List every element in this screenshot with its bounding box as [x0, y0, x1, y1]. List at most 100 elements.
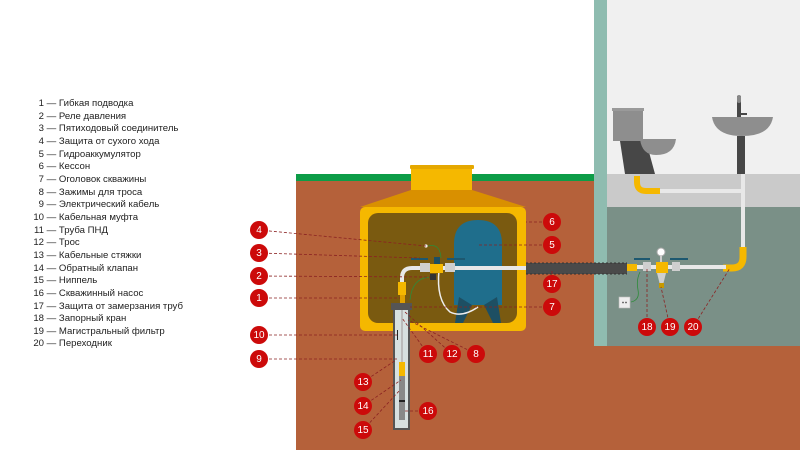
callout-number: 12 — [446, 349, 458, 360]
legend-label: — Пятиходовый соединитель — [46, 123, 179, 135]
callout-circle — [354, 397, 372, 415]
legend-label: — Кессон — [46, 161, 91, 173]
legend-number: 20 — [33, 338, 44, 350]
leader-line — [362, 389, 401, 431]
legend-item: 14 — Обратный клапан — [22, 263, 183, 276]
callout-number: 4 — [256, 225, 262, 236]
callout-18: 18 — [638, 318, 656, 336]
callout-number: 16 — [422, 406, 434, 417]
callout-circle — [354, 373, 372, 391]
callout-number: 11 — [423, 349, 434, 360]
callout-number: 5 — [549, 240, 555, 251]
callout-number: 7 — [549, 302, 555, 313]
callout-circle — [543, 275, 561, 293]
callout-circle — [419, 402, 437, 420]
legend-label: — Кабельные стяжки — [46, 249, 142, 261]
callout-2: 2 — [250, 267, 268, 285]
legend-item: 13 — Кабельные стяжки — [22, 250, 183, 263]
callout-6: 6 — [543, 213, 561, 231]
legend-item: 16 — Скважинный насос — [22, 288, 183, 301]
legend-number: 9 — [38, 199, 44, 211]
legend-label: — Ниппель — [46, 275, 98, 287]
legend-number: 14 — [33, 262, 44, 274]
callout-circle — [250, 326, 268, 344]
leader-line — [258, 229, 427, 247]
callout-number: 18 — [641, 322, 653, 333]
callout-circle — [638, 318, 656, 336]
legend-item: 3 — Пятиходовый соединитель — [22, 123, 183, 136]
callout-14: 14 — [354, 397, 372, 415]
callout-circle — [250, 244, 268, 262]
legend-number: 19 — [33, 325, 44, 337]
legend-label: — Обратный клапан — [46, 262, 139, 274]
legend-number: 16 — [33, 287, 44, 299]
legend-label: — Труба ПНД — [46, 224, 108, 236]
legend-label: — Запорный кран — [46, 313, 127, 325]
legend-label: — Защита от замерзания труб — [46, 300, 183, 312]
legend-item: 11 — Труба ПНД — [22, 225, 183, 238]
callout-circle — [467, 345, 485, 363]
callout-16: 16 — [419, 402, 437, 420]
legend-number: 12 — [33, 237, 44, 249]
legend-label: — Кабельная муфта — [46, 211, 139, 223]
callout-5: 5 — [543, 236, 561, 254]
legend-item: 9 — Электрический кабель — [22, 199, 183, 212]
leader-line — [692, 267, 731, 328]
legend-item: 8 — Зажимы для троса — [22, 187, 183, 200]
legend-item: 18 — Запорный кран — [22, 313, 183, 326]
legend-label: — Защита от сухого хода — [46, 135, 160, 147]
legend-item: 20 — Переходник — [22, 338, 183, 351]
callout-number: 14 — [357, 401, 369, 412]
basement — [607, 207, 800, 346]
callout-number: 15 — [357, 425, 369, 436]
legend-label: — Гидроаккумулятор — [46, 148, 141, 160]
legend-number: 15 — [33, 275, 44, 287]
callout-number: 1 — [256, 293, 262, 304]
legend-number: 8 — [38, 186, 44, 198]
callout-4: 4 — [250, 221, 268, 239]
legend-label: — Гибкая подводка — [46, 98, 134, 109]
shutoff-valve-icon — [634, 258, 688, 271]
callout-13: 13 — [354, 373, 372, 391]
legend-number: 1 — [38, 98, 44, 109]
legend-number: 4 — [38, 135, 44, 147]
callout-11: 11 — [419, 345, 437, 363]
callout-9: 9 — [250, 350, 268, 368]
callout-number: 17 — [546, 279, 558, 290]
callout-number: 8 — [473, 349, 479, 360]
legend-item: 5 — Гидроаккумулятор — [22, 149, 183, 162]
callout-circle — [543, 298, 561, 316]
legend-number: 7 — [38, 173, 44, 185]
toilet-icon — [612, 108, 676, 174]
legend-label: — Переходник — [46, 338, 112, 350]
callout-number: 9 — [256, 354, 262, 365]
callout-circle — [250, 289, 268, 307]
callout-7: 7 — [543, 298, 561, 316]
callout-19: 19 — [661, 318, 679, 336]
legend-number: 13 — [33, 249, 44, 261]
legend-item: 19 — Магистральный фильтр — [22, 326, 183, 339]
callout-15: 15 — [354, 421, 372, 439]
legend-number: 3 — [38, 123, 44, 135]
legend-label: — Реле давления — [46, 110, 127, 122]
leader-line — [258, 275, 431, 278]
legend-item: 10 — Кабельная муфта — [22, 212, 183, 225]
pressure-tank-icon — [454, 220, 502, 323]
callout-3: 3 — [250, 244, 268, 262]
sink-icon — [712, 95, 773, 174]
legend-label: — Магистральный фильтр — [46, 325, 165, 337]
legend-label: — Электрический кабель — [46, 199, 160, 211]
legend-number: 5 — [38, 148, 44, 160]
callout-circle — [543, 213, 561, 231]
well-casing — [391, 303, 412, 430]
callout-circle — [250, 350, 268, 368]
leader-line — [258, 252, 421, 259]
legend-label: — Трос — [46, 237, 80, 249]
legend-label: — Скважинный насос — [46, 287, 144, 299]
legend-item: 12 — Трос — [22, 237, 183, 250]
callout-8: 8 — [467, 345, 485, 363]
legend-item: 6 — Кессон — [22, 161, 183, 174]
power-socket-icon — [618, 271, 641, 309]
